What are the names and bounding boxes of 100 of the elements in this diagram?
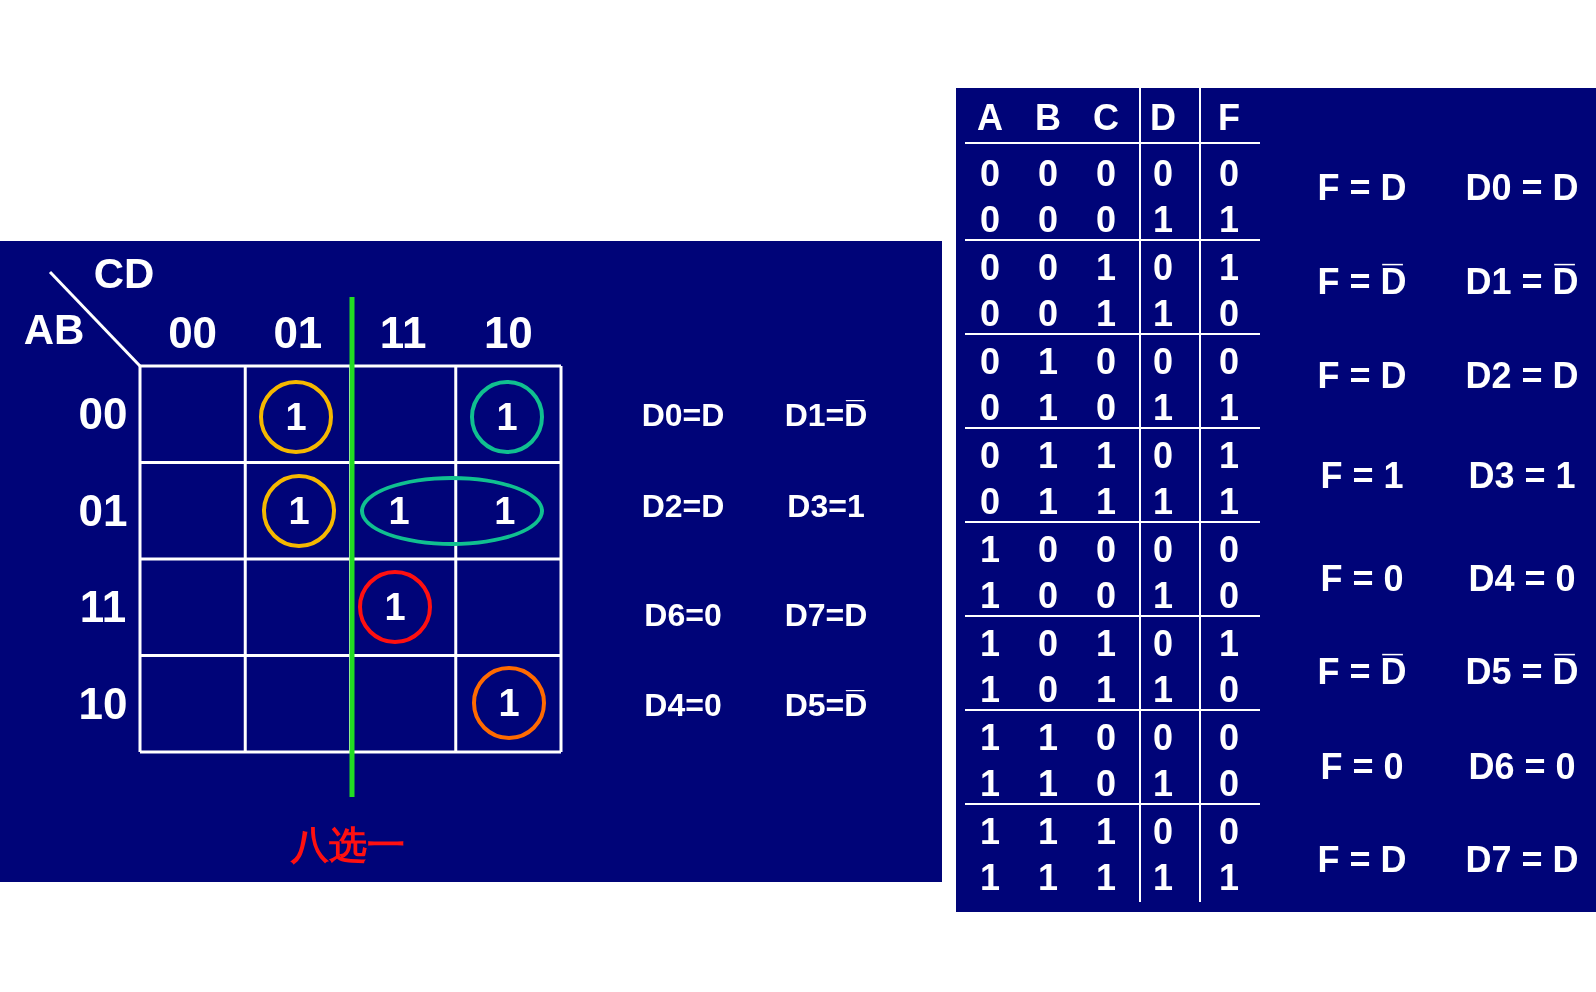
table-cell: 0 [1038,156,1058,192]
table-header: D [1150,100,1176,136]
table-cell: 1 [1219,202,1239,238]
table-cell: 0 [1096,202,1116,238]
equation: D7=D [784,599,868,631]
table-cell: 1 [980,532,1000,568]
equation: D7 = D [1465,842,1579,878]
table-cell: 1 [1096,484,1116,520]
table-cell: 1 [1219,438,1239,474]
table-cell: 1 [1096,860,1116,896]
column-header: 11 [379,311,427,355]
loop-circle [360,476,544,546]
row-header: 11 [79,585,127,630]
table-header: A [977,100,1003,136]
table-cell: 1 [1038,720,1058,756]
column-header: 10 [483,311,533,355]
table-cell: 1 [980,672,1000,708]
equation: D6 = 0 [1468,749,1576,785]
equation: D5=D̅ [784,689,868,721]
equation: D3 = 1 [1468,458,1576,494]
loop-circle [470,380,544,454]
table-cell: 0 [1153,156,1173,192]
equation: D2 = D [1465,358,1579,394]
table-cell: 1 [1153,578,1173,614]
loop-circle [358,570,432,644]
table-cell: 1 [1219,390,1239,426]
table-cell: 1 [1153,766,1173,802]
cell-value: 1 [388,492,410,530]
table-cell: 0 [980,344,1000,380]
table-cell: 0 [980,250,1000,286]
table-cell: 1 [1219,626,1239,662]
equation: D0=D [641,399,725,431]
table-cell: 0 [1096,766,1116,802]
column-header: 01 [273,311,323,355]
table-cell: 0 [1038,250,1058,286]
axis-label: CD [93,253,155,295]
table-cell: 1 [1153,390,1173,426]
table-cell: 0 [1153,344,1173,380]
table-cell: 0 [1153,532,1173,568]
equation: D6=0 [644,599,722,631]
table-header: B [1035,100,1061,136]
table-cell: 1 [1096,438,1116,474]
table-cell: 1 [1096,814,1116,850]
equation: F = D [1317,842,1407,878]
table-cell: 0 [1038,626,1058,662]
cell-value: 1 [496,398,518,436]
equation: F = 0 [1320,561,1404,597]
equation: D0 = D [1465,170,1579,206]
table-cell: 0 [1219,156,1239,192]
cell-value: 1 [494,492,516,530]
table-cell: 1 [1153,672,1173,708]
equation: F = 0 [1320,749,1404,785]
table-cell: 0 [1096,532,1116,568]
table-cell: 0 [1096,156,1116,192]
table-cell: 1 [1153,296,1173,332]
equation: D4=0 [644,689,722,721]
equation: F = D [1317,170,1407,206]
table-cell: 1 [1096,250,1116,286]
table-cell: 1 [1038,390,1058,426]
loop-circle [262,474,336,548]
table-cell: 0 [1219,814,1239,850]
table-cell: 0 [1096,390,1116,426]
table-cell: 0 [1219,296,1239,332]
equation: F = 1 [1320,458,1404,494]
table-cell: 1 [1096,672,1116,708]
cell-value: 1 [285,398,307,436]
table-cell: 1 [1038,814,1058,850]
table-cell: 0 [1219,720,1239,756]
table-cell: 1 [1038,766,1058,802]
table-cell: 0 [1153,720,1173,756]
table-cell: 1 [1038,484,1058,520]
table-cell: 0 [1219,578,1239,614]
table-cell: 0 [1096,578,1116,614]
equation: D2=D [641,490,725,522]
table-cell: 1 [980,814,1000,850]
row-header: 00 [78,392,128,437]
table-cell: 1 [980,578,1000,614]
table-cell: 0 [1038,672,1058,708]
table-cell: 0 [980,438,1000,474]
equation: D3=1 [787,490,865,522]
table-header: C [1093,100,1119,136]
axis-label: AB [23,309,85,351]
equation: D5 = D̅ [1465,654,1579,690]
table-cell: 0 [1153,250,1173,286]
table-cell: 0 [1038,202,1058,238]
equation: D1 = D̅ [1465,264,1579,300]
equation: D4 = 0 [1468,561,1576,597]
cell-value: 1 [498,684,520,722]
table-cell: 0 [1038,296,1058,332]
table-cell: 1 [1038,344,1058,380]
table-cell: 1 [1038,438,1058,474]
table-header: F [1218,100,1240,136]
table-cell: 1 [1153,860,1173,896]
table-cell: 0 [1038,578,1058,614]
table-cell: 1 [980,720,1000,756]
equation: D1=D̅ [784,399,868,431]
equation: F = D [1317,358,1407,394]
table-cell: 1 [1096,626,1116,662]
table-cell: 0 [1153,438,1173,474]
table-cell: 0 [1096,720,1116,756]
